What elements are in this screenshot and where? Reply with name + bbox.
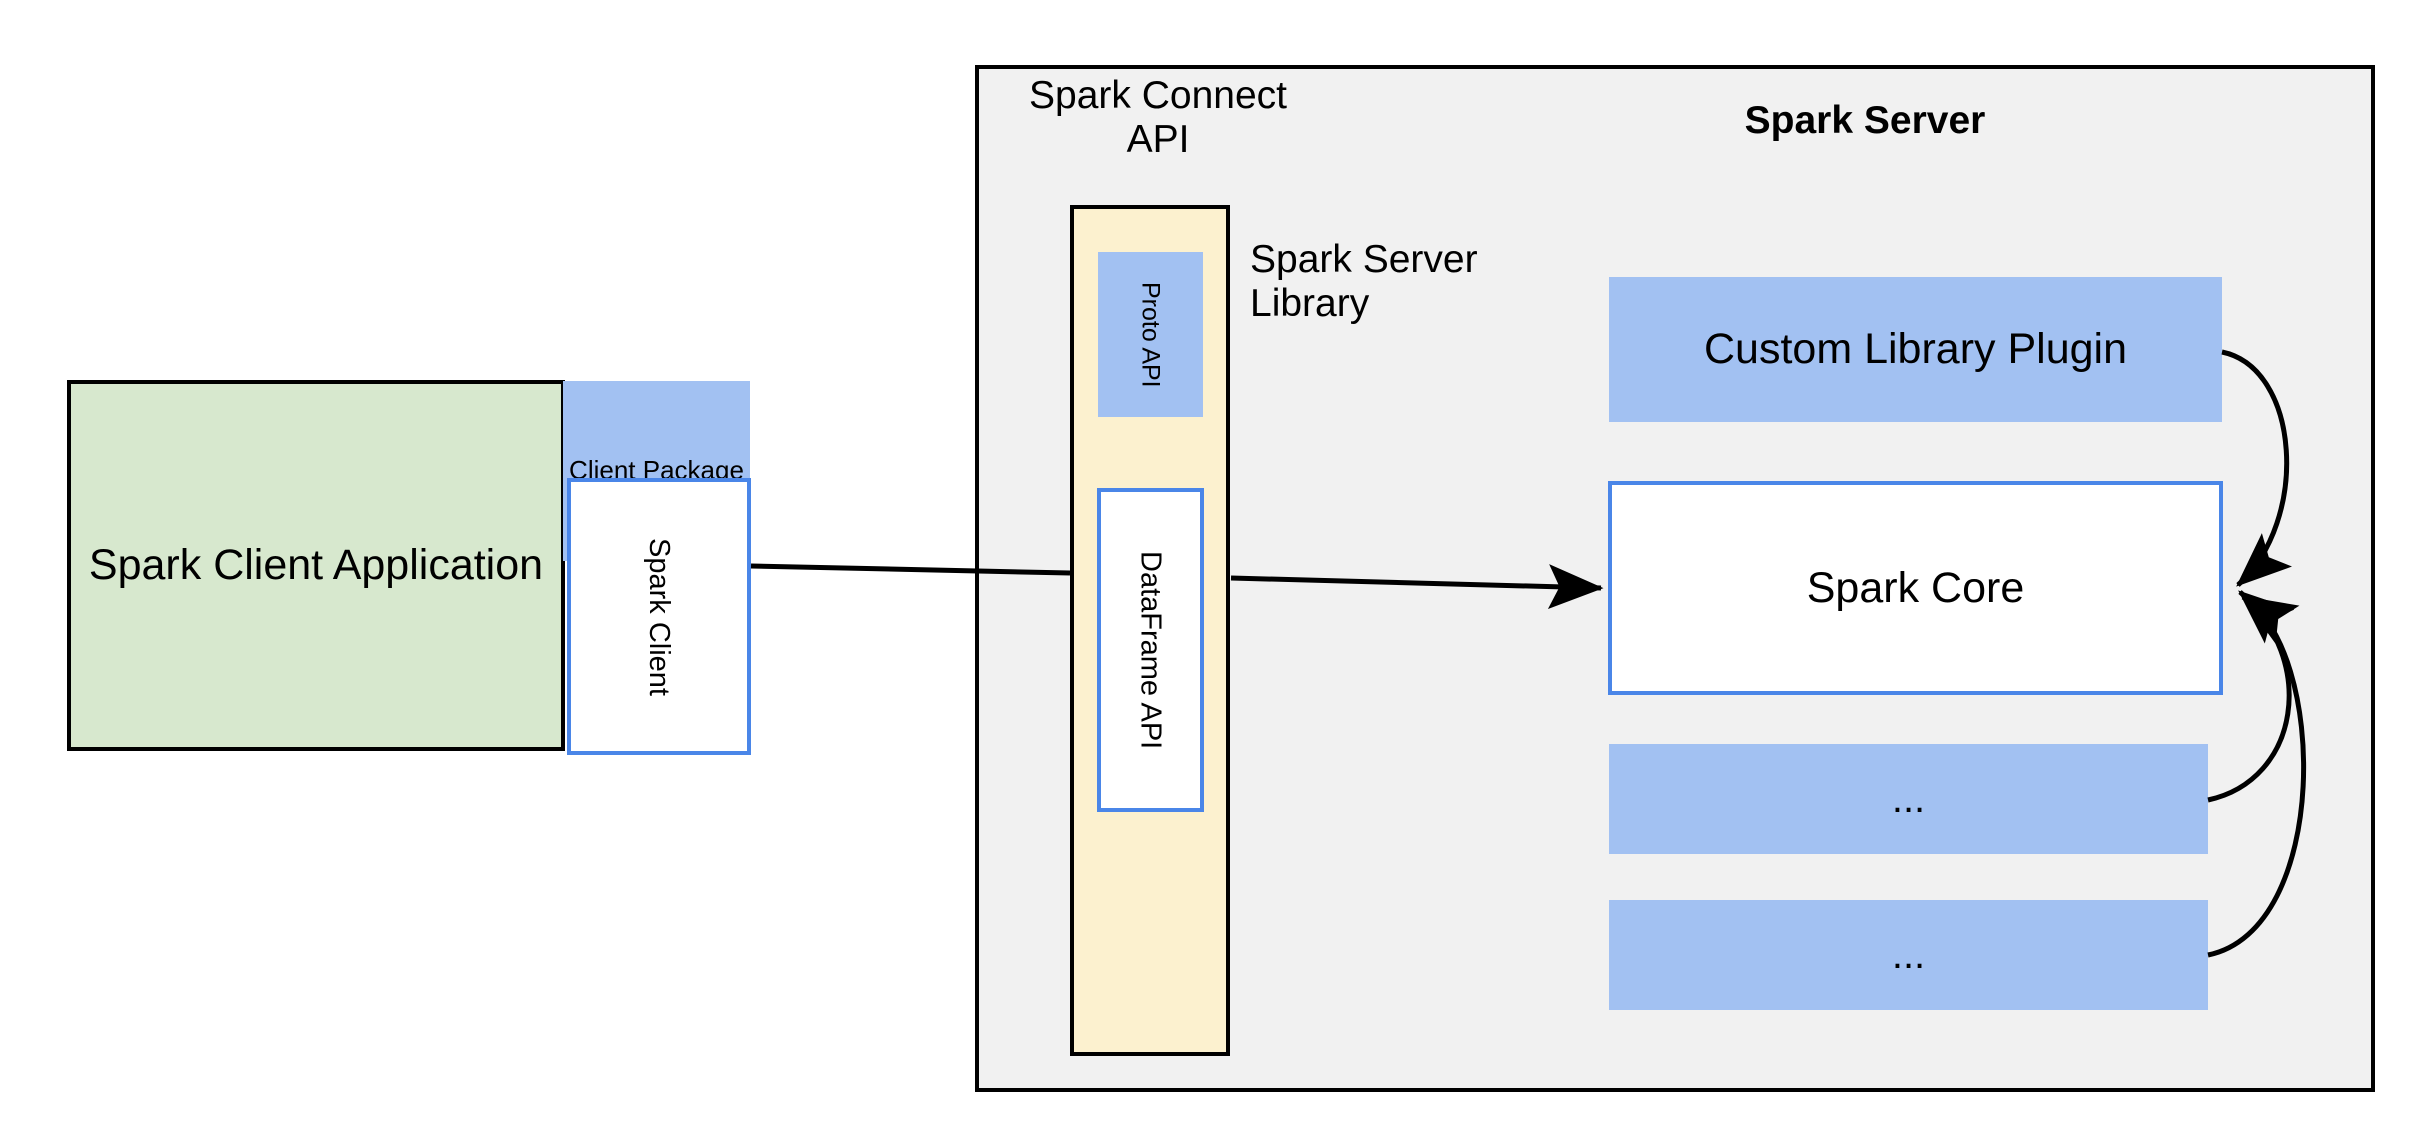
label-text: Spark Server <box>1744 99 1986 143</box>
node-spark-client[interactable]: Spark Client <box>567 478 751 755</box>
node-proto-api[interactable]: Proto API <box>1098 252 1203 417</box>
label-spark-connect-api: Spark Connect API <box>1013 68 1303 168</box>
label-line-2: API <box>1126 117 1190 161</box>
node-spark-client-application[interactable]: Spark Client Application <box>67 380 565 751</box>
node-label: Custom Library Plugin <box>1703 325 2127 374</box>
node-label: Proto API <box>1136 281 1165 388</box>
node-module-ellipsis-2[interactable]: ... <box>1609 900 2208 1010</box>
node-spark-core[interactable]: Spark Core <box>1608 481 2223 695</box>
node-label: DataFrame API <box>1134 550 1167 750</box>
label-line-1: Spark Connect <box>1029 74 1287 117</box>
label-spark-server-library: Spark Server Library <box>1250 238 1540 348</box>
node-dataframe-api[interactable]: DataFrame API <box>1097 488 1204 812</box>
label-line-1: Spark Server <box>1250 238 1478 281</box>
node-label: Spark Client <box>643 537 676 696</box>
node-label: ... <box>1891 932 1926 977</box>
label-line-2: Library <box>1250 281 1370 325</box>
node-label: Spark Core <box>1806 563 2025 612</box>
node-custom-library-plugin[interactable]: Custom Library Plugin <box>1609 277 2222 422</box>
node-label: Spark Client Application <box>88 541 544 590</box>
node-label: ... <box>1891 776 1926 821</box>
node-module-ellipsis-1[interactable]: ... <box>1609 744 2208 854</box>
label-spark-server: Spark Server <box>1675 95 2055 147</box>
